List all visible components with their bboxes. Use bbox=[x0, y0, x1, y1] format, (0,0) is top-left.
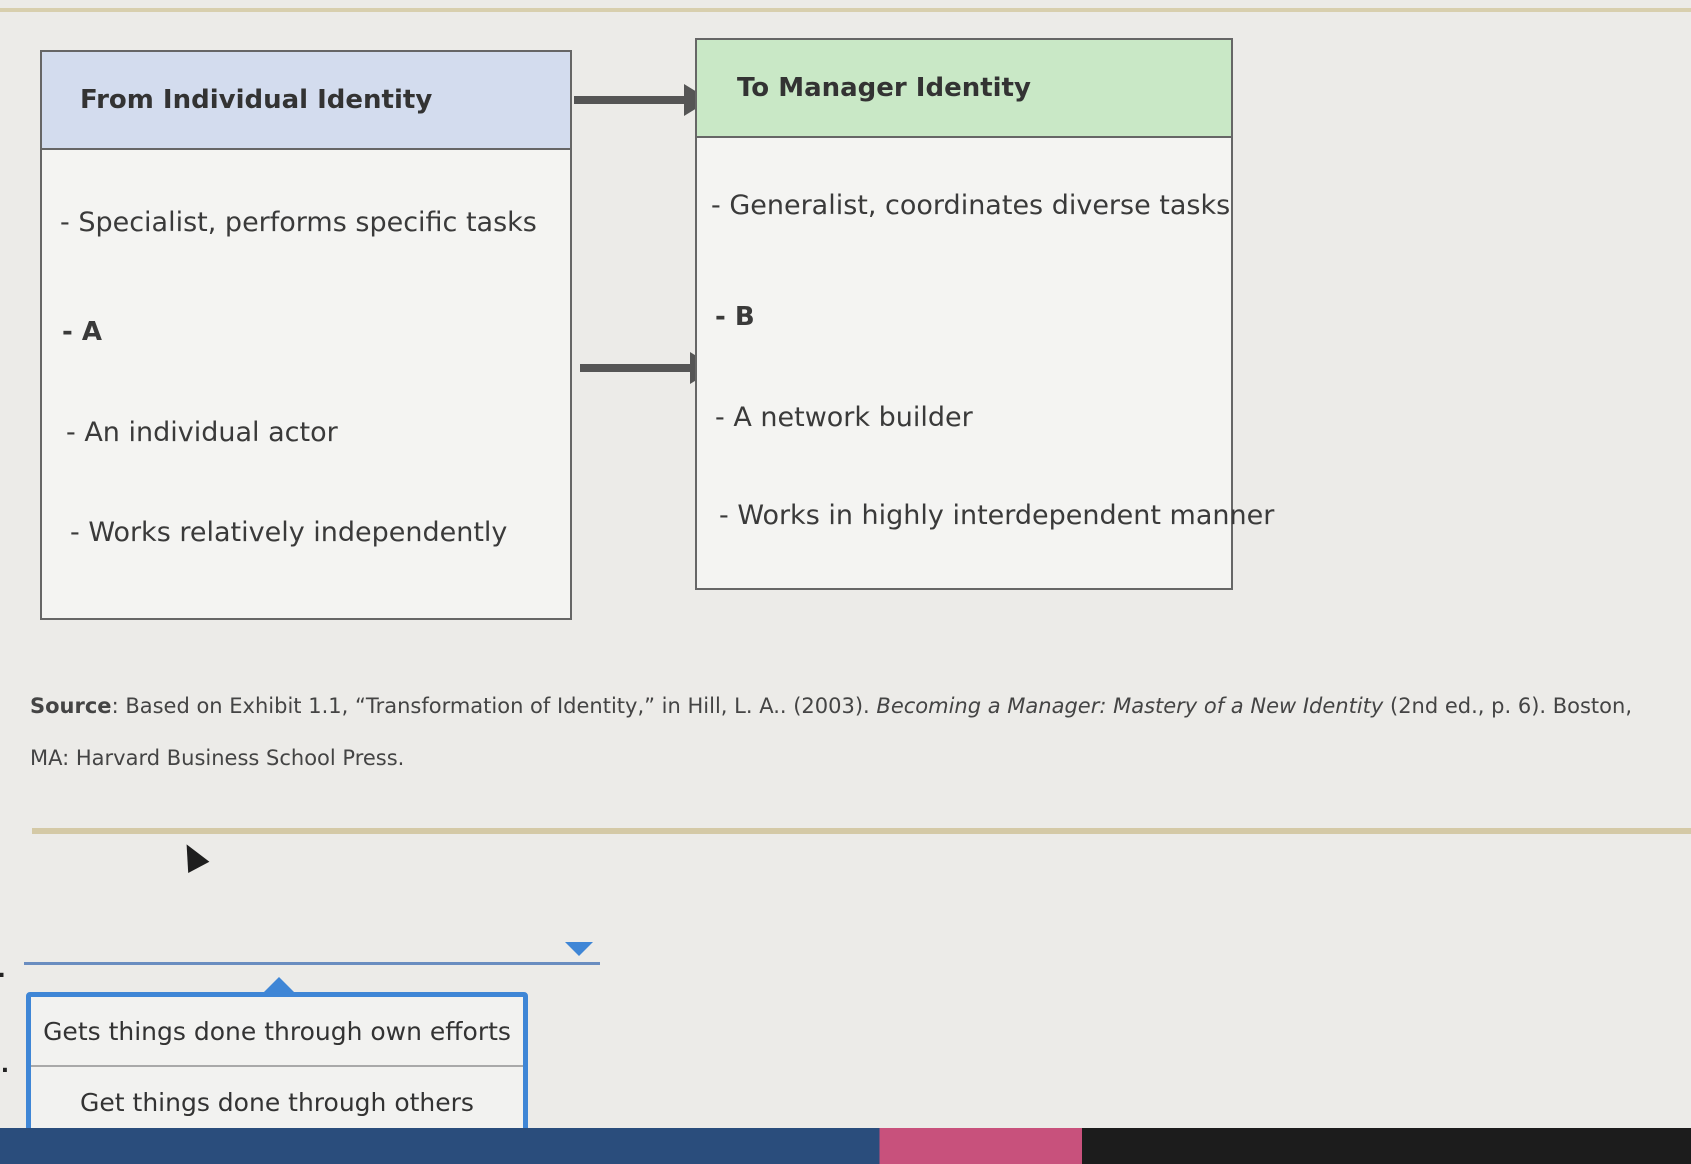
answer-dropdown-menu: Gets things done through own efforts Get… bbox=[26, 977, 528, 1142]
top-divider bbox=[0, 8, 1691, 12]
middle-arrow-icon bbox=[580, 352, 716, 384]
answer-a-select[interactable] bbox=[24, 962, 600, 965]
from-individual-identity-box: From Individual Identity - Specialist, p… bbox=[40, 50, 572, 620]
chevron-down-icon[interactable] bbox=[565, 942, 593, 956]
left-item-works-independently: - Works relatively independently bbox=[70, 517, 508, 548]
source-label: Source bbox=[30, 694, 112, 718]
source-book-title: Becoming a Manager: Mastery of a New Ide… bbox=[876, 694, 1384, 718]
dropdown-option-own-efforts[interactable]: Gets things done through own efforts bbox=[31, 997, 523, 1067]
left-item-specialist: - Specialist, performs specific tasks bbox=[60, 207, 537, 238]
source-text-after: (2nd ed., p. 6). Boston, MA: Harvard Bus… bbox=[30, 694, 1632, 770]
left-item-a: - A bbox=[62, 317, 102, 347]
to-manager-identity-box: To Manager Identity - Generalist, coordi… bbox=[695, 38, 1274, 590]
right-item-generalist: - Generalist, coordinates diverse tasks bbox=[711, 190, 1231, 221]
question-label-b: B. bbox=[0, 1053, 10, 1078]
top-arrow-icon bbox=[574, 84, 710, 116]
left-item-individual-actor: - An individual actor bbox=[66, 417, 338, 448]
right-item-b: - B bbox=[715, 302, 755, 332]
bottom-taskbar-strip bbox=[0, 1128, 1691, 1164]
mouse-cursor-icon bbox=[176, 838, 210, 873]
question-label-a: A. bbox=[0, 958, 6, 983]
source-text-before: : Based on Exhibit 1.1, “Transformation … bbox=[111, 694, 877, 718]
source-citation: Source: Based on Exhibit 1.1, “Transform… bbox=[30, 680, 1670, 784]
to-manager-identity-header: To Manager Identity bbox=[697, 40, 1231, 138]
right-item-interdependent: - Works in highly interdependent manner bbox=[719, 500, 1275, 531]
right-item-network-builder: - A network builder bbox=[715, 402, 973, 433]
dropdown-option-through-others[interactable]: Get things done through others bbox=[80, 1087, 474, 1117]
from-individual-identity-header: From Individual Identity bbox=[42, 52, 570, 150]
section-divider bbox=[32, 828, 1691, 834]
